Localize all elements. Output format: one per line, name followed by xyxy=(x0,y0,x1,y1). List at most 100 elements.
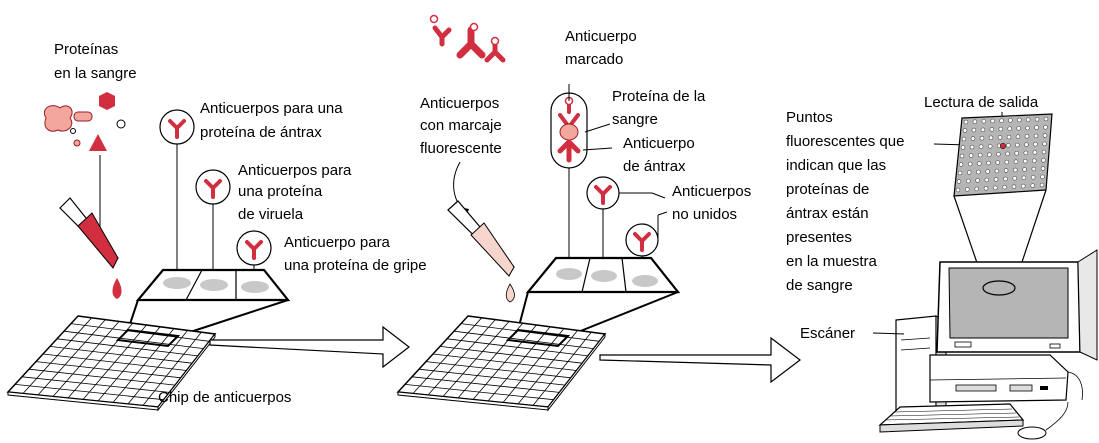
smallpox-antibody-label-line3: de viruela xyxy=(238,206,304,223)
pill-protein-icon xyxy=(73,111,93,122)
monitor-screen xyxy=(948,267,1069,339)
smallpox-antibody-callout: Anticuerpos para una proteína de viruela xyxy=(195,162,352,278)
readout-dot xyxy=(1032,158,1037,163)
readout-label: Lectura de salida xyxy=(924,94,1039,111)
readout-dot xyxy=(1034,125,1039,130)
chip-spot xyxy=(200,279,228,291)
readout-dot xyxy=(1003,168,1009,173)
readout-dot xyxy=(970,136,976,141)
triangle-protein-icon xyxy=(89,134,107,151)
readout-dot xyxy=(1022,167,1027,172)
panel-2: Anticuerpos con marcaje fluorescente Ant… xyxy=(396,14,751,412)
readout-dot xyxy=(1043,125,1048,130)
readout-dot xyxy=(984,177,989,183)
readout-dot xyxy=(1024,142,1029,147)
readout-dot xyxy=(1040,174,1045,180)
flu-antibody-label-line1: Anticuerpo para xyxy=(284,234,391,251)
pipette-icon xyxy=(59,197,122,299)
readout-dot xyxy=(986,160,991,166)
blood-protein-label-line1: Proteína de la xyxy=(612,88,706,105)
readout-dot xyxy=(974,186,979,192)
readout-dot xyxy=(993,185,998,191)
readout-dot xyxy=(1013,159,1019,164)
fluor-antibodies-label-line2: con marcaje xyxy=(420,117,502,134)
readout-dot xyxy=(1034,117,1040,122)
readout-dot xyxy=(1002,184,1007,190)
readout-dot xyxy=(1032,150,1038,155)
readout-dot xyxy=(961,136,967,142)
readout-dot xyxy=(1023,150,1029,156)
readout-dot xyxy=(1011,184,1017,189)
spots-label-line7: en la muestra xyxy=(786,253,878,270)
readout-dot xyxy=(975,178,980,183)
readout-dot xyxy=(1025,125,1030,131)
spots-label-line8: de sangre xyxy=(786,277,853,294)
labeled-y-antibody-icon xyxy=(484,36,506,63)
scanner-label: Escáner xyxy=(800,325,855,342)
anthrax-ab-label-line2: de ántrax xyxy=(623,158,686,175)
readout-dot xyxy=(1007,126,1012,131)
chip-spot xyxy=(556,268,582,280)
labeled-antibody-label-line1: Anticuerpo xyxy=(565,28,637,45)
small-protein-icon xyxy=(73,139,81,147)
readout-dot xyxy=(988,135,994,141)
readout-dot xyxy=(977,161,982,166)
chip-spot xyxy=(591,270,617,282)
readout-dot xyxy=(963,119,969,125)
readout-dot xyxy=(1043,116,1049,122)
chip-spot xyxy=(632,275,658,287)
readout-dot xyxy=(1013,167,1018,173)
readout-dot xyxy=(989,127,994,132)
readout-dot xyxy=(1021,183,1026,189)
ring-protein-icon xyxy=(116,119,126,129)
readout-dot xyxy=(966,178,971,184)
chip-label: Chip de anticuerpos xyxy=(158,389,291,406)
blob-protein-icon xyxy=(44,105,73,132)
readout-dot xyxy=(1025,117,1031,122)
readout-dot xyxy=(1040,166,1046,171)
readout-dot xyxy=(1014,151,1019,156)
readout-dot xyxy=(1021,175,1027,181)
readout-dot xyxy=(1033,133,1039,139)
readout-dot xyxy=(987,152,992,157)
panel-3: Puntos fluorescentes que indican que las… xyxy=(786,94,1098,440)
readout-dot xyxy=(1004,159,1009,165)
readout-dot xyxy=(999,118,1004,123)
readout-dot xyxy=(962,128,968,133)
readout-dot xyxy=(1015,142,1020,148)
readout-dot xyxy=(1041,158,1046,163)
ring-protein-icon xyxy=(70,128,76,134)
readout-dot xyxy=(978,152,983,158)
readout-dot xyxy=(1041,149,1047,155)
bound-sandwich-callout xyxy=(550,84,613,272)
anthrax-antibody-label-line1: Anticuerpos para una xyxy=(200,100,343,117)
readout-dot xyxy=(1031,166,1037,172)
readout-dot xyxy=(972,119,978,124)
readout-dot xyxy=(976,169,981,175)
labeled-y-antibody-icon xyxy=(429,14,452,47)
computer-scanner-icon xyxy=(878,249,1098,440)
readout-dot xyxy=(979,135,985,141)
readout-dot xyxy=(1033,141,1038,147)
spots-label-line2: fluorescentes que xyxy=(786,133,904,150)
antibody-chip-grid xyxy=(6,315,217,412)
readout-dot xyxy=(1024,134,1030,139)
readout-dot xyxy=(1015,134,1021,139)
fluorescent-spot-icon xyxy=(999,142,1007,150)
readout-dot xyxy=(988,144,993,149)
anthrax-ab-label-line1: Anticuerpo xyxy=(623,135,695,152)
readout-dot xyxy=(1030,183,1035,188)
smallpox-antibody-label-line2: una proteína xyxy=(238,183,323,200)
readout-dot xyxy=(1022,158,1028,164)
readout-dot xyxy=(1006,134,1012,140)
readout-dot xyxy=(1017,117,1022,123)
readout-dot xyxy=(965,187,970,192)
unbound-label-line1: Anticuerpos xyxy=(672,183,751,200)
panel-1: Proteínas en la sangre Anticuerpos para … xyxy=(6,41,427,412)
readout-grid xyxy=(953,113,1053,197)
labeled-antibody-label-line2: marcado xyxy=(565,51,623,68)
flu-antibody-label-line2: una proteína de gripe xyxy=(284,257,427,274)
readout-dot xyxy=(983,186,989,191)
readout-dot xyxy=(1039,182,1045,188)
